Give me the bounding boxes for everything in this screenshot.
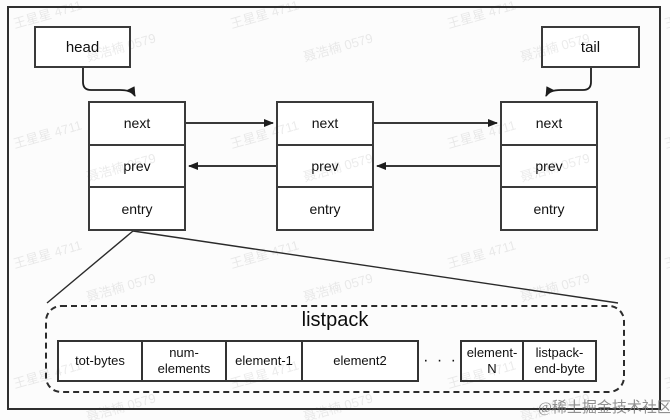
node2-prev-cell: prev (278, 143, 372, 187)
listpack-cell-element-N: element-N (460, 340, 524, 382)
listpack-cells-row: tot-bytes num-elements element-1 element… (57, 340, 597, 382)
ellipsis-dots: · · · (423, 352, 458, 369)
tail-label: tail (580, 38, 601, 56)
tail-to-node3-arrow (545, 68, 592, 97)
listpack-cell-element2: element2 (301, 340, 419, 382)
quicklist-node-3: next prev entry (500, 101, 598, 231)
entry-expand-right-line (132, 230, 619, 304)
node3-next-cell: next (535, 115, 563, 132)
listpack-cell-element-1: element-1 (225, 340, 303, 382)
head-to-node1-arrow (82, 68, 136, 97)
listpack-cell-end-byte: listpack-end-byte (522, 340, 597, 382)
head-label: head (65, 38, 100, 56)
node1-entry-cell: entry (90, 186, 184, 229)
entry-expand-left-line (46, 230, 134, 304)
node1-prev-cell: prev (90, 143, 184, 187)
listpack-title: listpack (301, 309, 369, 331)
node2-next-cell: next (311, 115, 339, 132)
node3-entry-cell: entry (502, 186, 596, 229)
outer-frame (7, 6, 661, 410)
listpack-cell-tot-bytes: tot-bytes (57, 340, 143, 382)
quicklist-node-2: next prev entry (276, 101, 374, 231)
listpack-cell-num-elements: num-elements (141, 340, 227, 382)
head-pointer-box: head (34, 26, 131, 68)
quicklist-node-1: next prev entry (88, 101, 186, 231)
node3-prev-cell: prev (502, 143, 596, 187)
tail-pointer-box: tail (541, 26, 640, 68)
site-watermark: @稀土掘金技术社区 (538, 400, 670, 416)
listpack-container: listpack tot-bytes num-elements element-… (45, 305, 625, 393)
node2-entry-cell: entry (278, 186, 372, 229)
node1-next-cell: next (123, 115, 151, 132)
